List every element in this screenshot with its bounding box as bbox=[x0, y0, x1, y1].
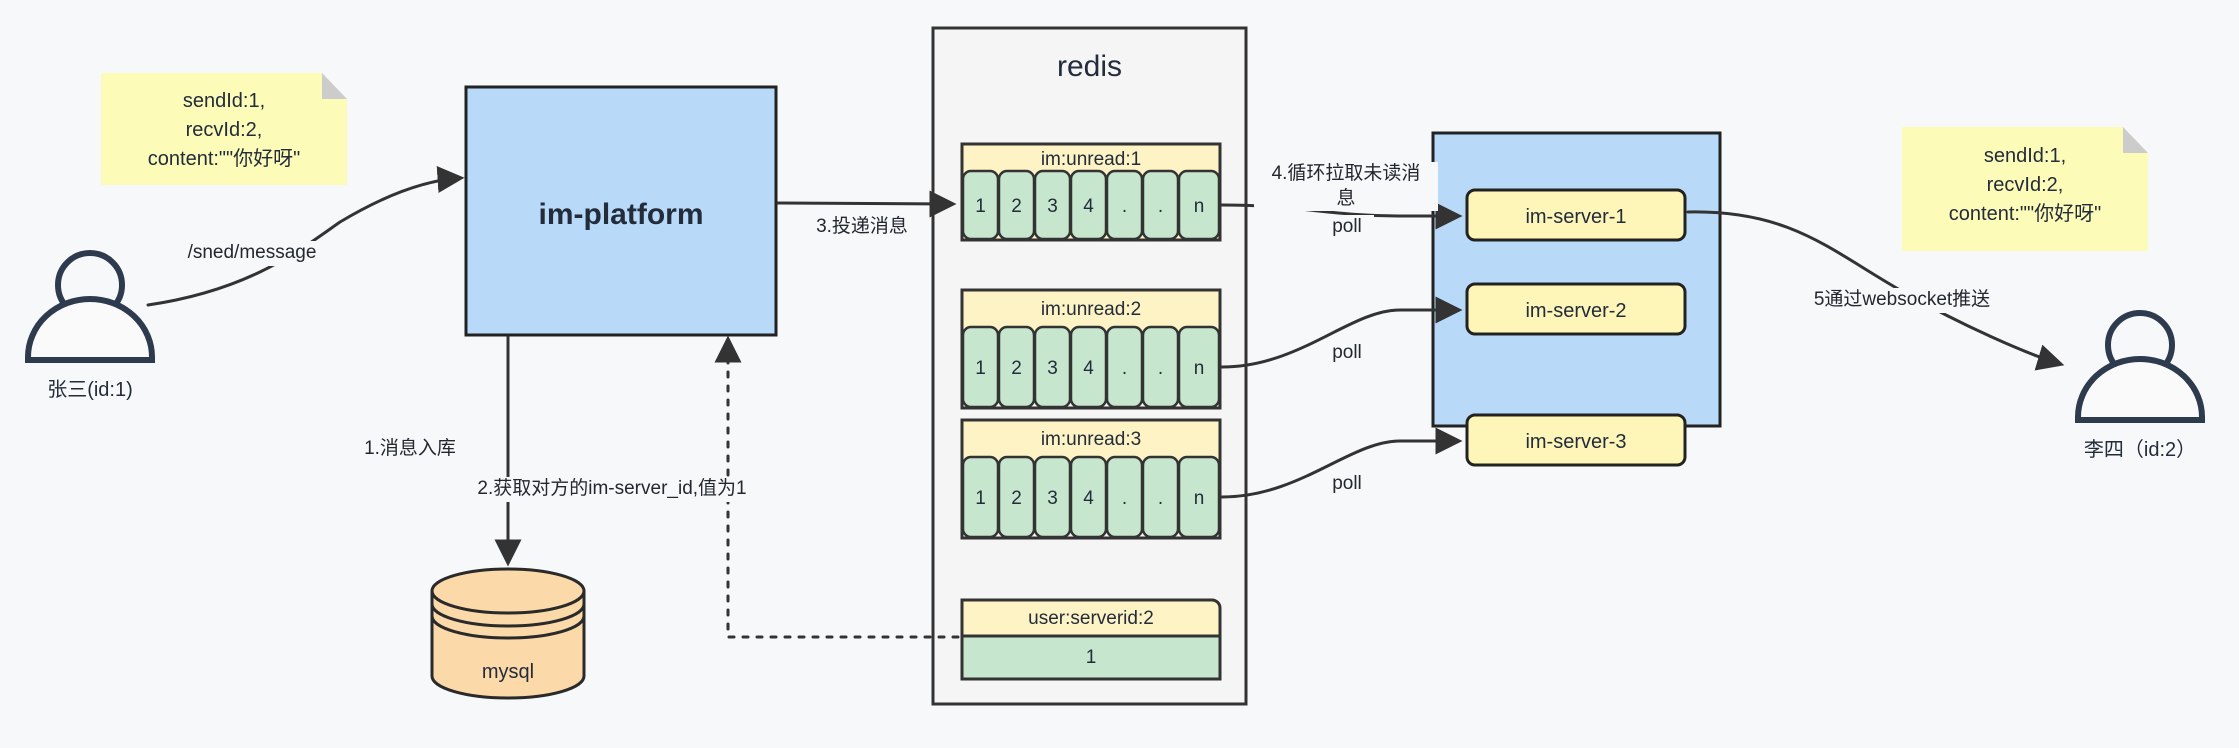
connector-redis-to-platform bbox=[714, 335, 960, 639]
queue-cell: 1 bbox=[975, 488, 986, 509]
redis-queue-1 bbox=[960, 142, 1222, 242]
redis-queue-1-cells: 1 2 3 4 . . n bbox=[963, 171, 1219, 239]
redis-queue-2 bbox=[960, 288, 1222, 410]
connector-queue2-to-server2 bbox=[1220, 296, 1463, 369]
queue-cell: . bbox=[1121, 358, 1128, 379]
actor-sender-icon bbox=[25, 250, 155, 363]
edge-label-send-message: /sned/message bbox=[160, 241, 344, 266]
queue-cell: 2 bbox=[1011, 488, 1022, 509]
edge-label-step1: 1.消息入库 bbox=[318, 437, 502, 462]
queue-cell: 2 bbox=[1011, 196, 1022, 217]
edge-label-poll-2: poll bbox=[1320, 341, 1374, 366]
queue-cell: n bbox=[1193, 358, 1205, 379]
redis-queue-2-cells: 1 2 3 4 . . n bbox=[963, 327, 1219, 407]
queue-cell: n bbox=[1193, 196, 1205, 217]
edge-label-poll-1: poll bbox=[1320, 215, 1374, 240]
queue-cell: . bbox=[1121, 196, 1128, 217]
mysql-cylinder[interactable] bbox=[430, 567, 586, 700]
edge-label-step5: 5通过websocket推送 bbox=[1790, 288, 2014, 313]
redis-queue-3-cells: 1 2 3 4 . . n bbox=[963, 457, 1219, 537]
connector-platform-to-redis bbox=[776, 190, 957, 218]
queue-cell: 3 bbox=[1047, 488, 1058, 509]
connector-queue3-to-server3 bbox=[1220, 427, 1463, 499]
im-server-1-box[interactable] bbox=[1465, 188, 1687, 242]
queue-cell: 4 bbox=[1083, 488, 1094, 509]
edge-label-step2: 2.获取对方的im-server_id,值为1 bbox=[400, 477, 824, 502]
queue-cell: n bbox=[1193, 488, 1205, 509]
note-right-text: sendId:1, recvId:2, content:""你好呀" bbox=[1948, 145, 2102, 225]
queue-cell: 1 bbox=[975, 196, 986, 217]
im-platform-box[interactable] bbox=[464, 85, 778, 337]
actor-receiver-icon bbox=[2075, 310, 2205, 423]
note-right-shape bbox=[1902, 127, 2148, 251]
connector-sender-to-platform bbox=[146, 166, 465, 307]
queue-cell: . bbox=[1157, 196, 1164, 217]
queue-cell: 4 bbox=[1083, 196, 1094, 217]
queue-cell: 3 bbox=[1047, 196, 1058, 217]
note-left-text: sendId:1, recvId:2, content:""你好呀" bbox=[147, 90, 301, 170]
edge-label-step3: 3.投递消息 bbox=[795, 215, 929, 240]
queue-cell: . bbox=[1121, 488, 1128, 509]
actor-sender-label: 张三(id:1) bbox=[47, 379, 133, 401]
note-left-shape bbox=[101, 73, 347, 185]
im-server-3-box[interactable] bbox=[1465, 413, 1687, 467]
queue-cell: . bbox=[1157, 488, 1164, 509]
im-server-2-box[interactable] bbox=[1465, 282, 1687, 336]
actor-receiver-label: 李四（id:2） bbox=[2083, 439, 2197, 461]
edge-label-poll-3: poll bbox=[1320, 472, 1374, 497]
queue-cell: . bbox=[1157, 358, 1164, 379]
redis-queue-3 bbox=[960, 418, 1222, 540]
queue-cell: 1 bbox=[975, 358, 986, 379]
edge-label-step4: 4.循环拉取未读消 息 bbox=[1254, 162, 1438, 212]
queue-cell: 4 bbox=[1083, 358, 1094, 379]
queue-cell: 3 bbox=[1047, 358, 1058, 379]
im-server-group-box bbox=[1431, 131, 1722, 428]
redis-value-box bbox=[960, 598, 1222, 681]
queue-cell: 2 bbox=[1011, 358, 1022, 379]
